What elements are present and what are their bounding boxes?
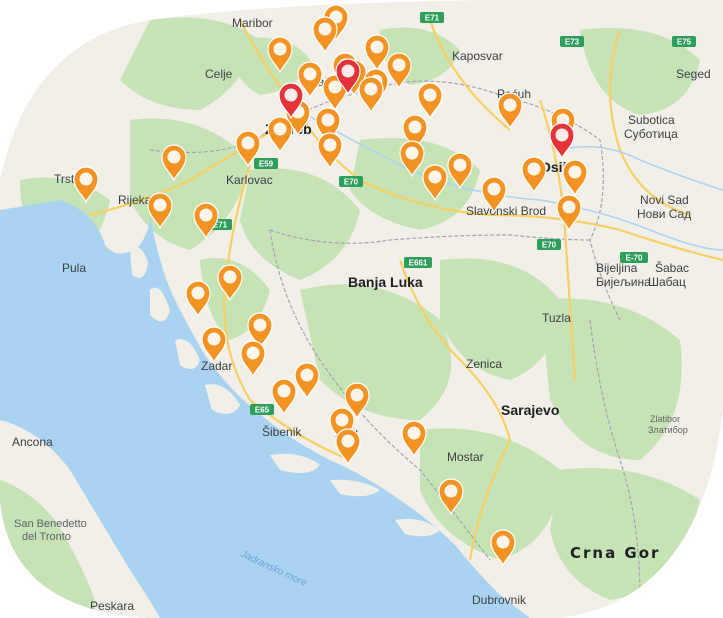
location-marker[interactable] [335, 428, 361, 466]
label-trst: Trst [54, 172, 75, 186]
label-del-tronto: del Tronto [22, 531, 71, 543]
svg-text:E75: E75 [677, 38, 692, 47]
label-dubrovnik: Dubrovnik [472, 593, 527, 607]
label-slavonski-brod: Slavonski Brod [466, 204, 546, 218]
label-mostar: Mostar [447, 450, 484, 464]
location-marker[interactable] [317, 132, 343, 170]
label-san-benedetto: San Benedetto [14, 518, 87, 530]
label-pula: Pula [62, 261, 86, 275]
label-crna-gora: Crna Gor [570, 544, 660, 562]
location-marker[interactable] [562, 159, 588, 197]
location-marker[interactable] [497, 92, 523, 130]
location-marker[interactable] [364, 34, 390, 72]
label-maribor: Maribor [232, 16, 273, 30]
location-marker[interactable] [235, 130, 261, 168]
svg-text:E65: E65 [255, 406, 270, 415]
location-marker[interactable] [556, 194, 582, 232]
location-marker[interactable] [247, 312, 273, 350]
borders [149, 80, 641, 601]
adriatic-sea [0, 200, 530, 618]
location-marker[interactable] [267, 116, 293, 154]
location-marker[interactable] [161, 144, 187, 182]
svg-text:E-70: E-70 [626, 254, 643, 263]
location-marker[interactable] [358, 76, 384, 114]
location-marker[interactable] [73, 166, 99, 204]
label-rijeka: Rijeka [118, 193, 152, 207]
location-marker-highlighted[interactable] [549, 122, 575, 160]
label-celje: Celje [205, 67, 233, 81]
label-bijeljina-cyr: Бијељина [596, 275, 651, 289]
location-marker[interactable] [267, 36, 293, 74]
svg-text:E71: E71 [425, 14, 440, 23]
svg-text:E70: E70 [344, 178, 359, 187]
svg-text:E661: E661 [409, 259, 428, 268]
location-marker[interactable] [344, 382, 370, 420]
label-sabac-cyr: Шабац [648, 275, 686, 289]
label-zenica: Zenica [466, 357, 502, 371]
label-zlatibor-cyr: Златибор [648, 425, 688, 435]
location-marker-highlighted[interactable] [335, 58, 361, 96]
label-subotica: Subotica [628, 113, 675, 127]
location-marker[interactable] [294, 362, 320, 400]
label-ancona: Ancona [12, 435, 53, 449]
label-tuzla: Tuzla [542, 311, 571, 325]
location-marker[interactable] [490, 529, 516, 567]
road-shields: E71 E73 E75 E59 E70 E71 E661 E70 E-70 E6… [208, 12, 696, 415]
location-marker[interactable] [193, 202, 219, 240]
location-marker[interactable] [217, 264, 243, 302]
location-marker[interactable] [481, 176, 507, 214]
location-marker[interactable] [401, 420, 427, 458]
location-marker-highlighted[interactable] [278, 82, 304, 120]
label-zadar: Zadar [201, 359, 232, 373]
location-marker[interactable] [201, 326, 227, 364]
roads [89, 19, 723, 561]
rivers [289, 104, 723, 251]
svg-text:E73: E73 [565, 38, 580, 47]
label-novi-sad: Novi Sad [640, 193, 689, 207]
islands [115, 229, 440, 537]
label-banja-luka: Banja Luka [348, 274, 423, 290]
label-karlovac: Karlovac [226, 173, 273, 187]
location-marker[interactable] [297, 61, 323, 99]
location-marker[interactable] [422, 164, 448, 202]
location-marker[interactable] [312, 16, 338, 54]
svg-text:E70: E70 [542, 241, 557, 250]
label-sarajevo: Sarajevo [501, 402, 559, 418]
location-markers [73, 4, 588, 567]
location-marker[interactable] [271, 378, 297, 416]
label-sabac: Šabac [655, 260, 689, 275]
label-subotica-cyr: Суботица [624, 127, 678, 141]
location-marker[interactable] [147, 192, 173, 230]
location-marker[interactable] [329, 407, 355, 445]
label-bijeljina: Bijeljina [596, 261, 638, 275]
location-marker[interactable] [417, 82, 443, 120]
location-marker[interactable] [386, 52, 412, 90]
label-novi-sad-cyr: Нови Сад [637, 207, 691, 221]
location-marker[interactable] [185, 280, 211, 318]
label-szeged: Seged [676, 67, 711, 81]
label-sibenik: Šibenik [262, 424, 302, 439]
svg-text:E71: E71 [213, 221, 228, 230]
label-kaposvar: Kaposvar [452, 49, 503, 63]
label-zlatibor: Zlatibor [650, 414, 680, 424]
label-peskara: Peskara [90, 599, 134, 613]
location-marker[interactable] [521, 156, 547, 194]
location-marker[interactable] [438, 478, 464, 516]
svg-text:E59: E59 [259, 160, 274, 169]
location-marker[interactable] [399, 140, 425, 178]
location-marker[interactable] [447, 152, 473, 190]
location-marker[interactable] [240, 340, 266, 378]
